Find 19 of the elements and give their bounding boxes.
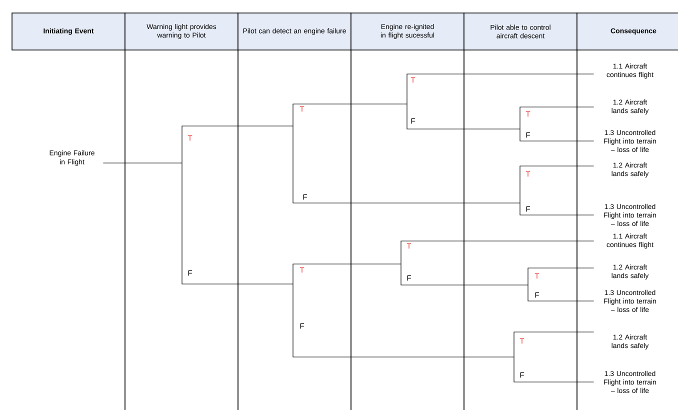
tree-branch (292, 284, 514, 358)
tree-branch (528, 284, 594, 302)
tree-branch (400, 240, 594, 264)
tree-branch (406, 74, 594, 104)
tree-branch (528, 268, 594, 286)
tree-branch (514, 332, 594, 358)
tree-branch (292, 264, 402, 284)
tree-branch (520, 128, 594, 142)
tree-branch (182, 126, 294, 164)
tree-branch (520, 106, 594, 130)
tree-branch (292, 126, 520, 204)
tree-branch (520, 166, 594, 204)
tree-branch (292, 104, 408, 126)
tree-branch (406, 104, 520, 130)
tree-branch (182, 162, 294, 284)
tree-branch (514, 356, 594, 382)
tree-branch (400, 264, 528, 286)
tree-branch (520, 202, 594, 216)
tree-branch (102, 162, 182, 164)
